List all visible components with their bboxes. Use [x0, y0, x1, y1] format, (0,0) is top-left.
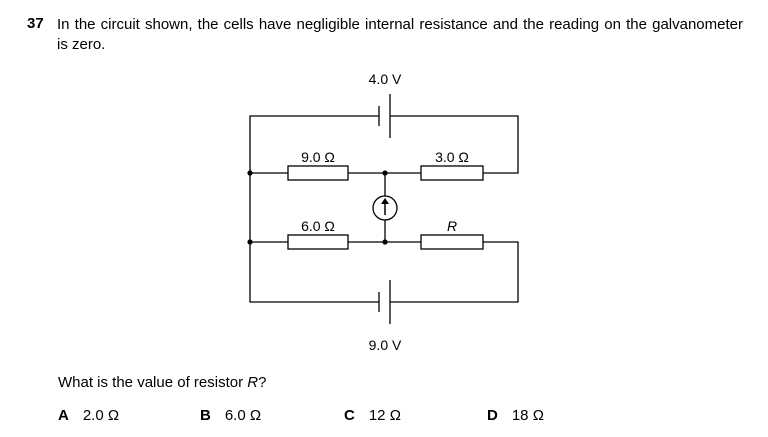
option-b[interactable]: B 6.0 Ω [200, 407, 261, 424]
junction-dot [247, 239, 253, 245]
junction-dot [382, 239, 388, 245]
option-value: 6.0 Ω [224, 407, 262, 424]
prompt-variable: R [247, 374, 259, 391]
option-letter: B [200, 407, 211, 424]
wire-bottom-branch [249, 241, 519, 303]
question-number: 37 [27, 15, 44, 32]
option-a[interactable]: A 2.0 Ω [58, 407, 119, 424]
option-letter: D [487, 407, 498, 424]
option-value: 2.0 Ω [82, 407, 120, 424]
label-resistor-R: R [447, 218, 457, 234]
junction-dot [382, 170, 388, 176]
junction-dot [247, 170, 253, 176]
label-resistor-6ohm: 6.0 Ω [301, 218, 335, 234]
option-value: 12 Ω [368, 407, 401, 424]
question-prompt: What is the value of resistor R? [58, 374, 266, 391]
cell-bottom [378, 280, 391, 324]
option-letter: A [58, 407, 69, 424]
resistor-3ohm [420, 165, 484, 181]
prompt-end: ? [258, 374, 267, 391]
label-cell-top: 4.0 V [369, 71, 402, 87]
resistor-9ohm [287, 165, 349, 181]
question-text: In the circuit shown, the cells have neg… [57, 16, 743, 53]
cell-top [378, 94, 391, 138]
label-resistor-3ohm: 3.0 Ω [435, 149, 469, 165]
resistor-6ohm [287, 234, 349, 250]
option-value: 18 Ω [511, 407, 544, 424]
option-letter: C [344, 407, 355, 424]
option-d[interactable]: D 18 Ω [487, 407, 544, 424]
wire-top-outer [249, 115, 519, 174]
prompt-text: What is the value of resistor [58, 374, 248, 391]
label-resistor-9ohm: 9.0 Ω [301, 149, 335, 165]
label-cell-bottom: 9.0 V [369, 337, 402, 353]
option-c[interactable]: C 12 Ω [344, 407, 401, 424]
resistor-R [420, 234, 484, 250]
galvanometer-icon [372, 195, 398, 221]
